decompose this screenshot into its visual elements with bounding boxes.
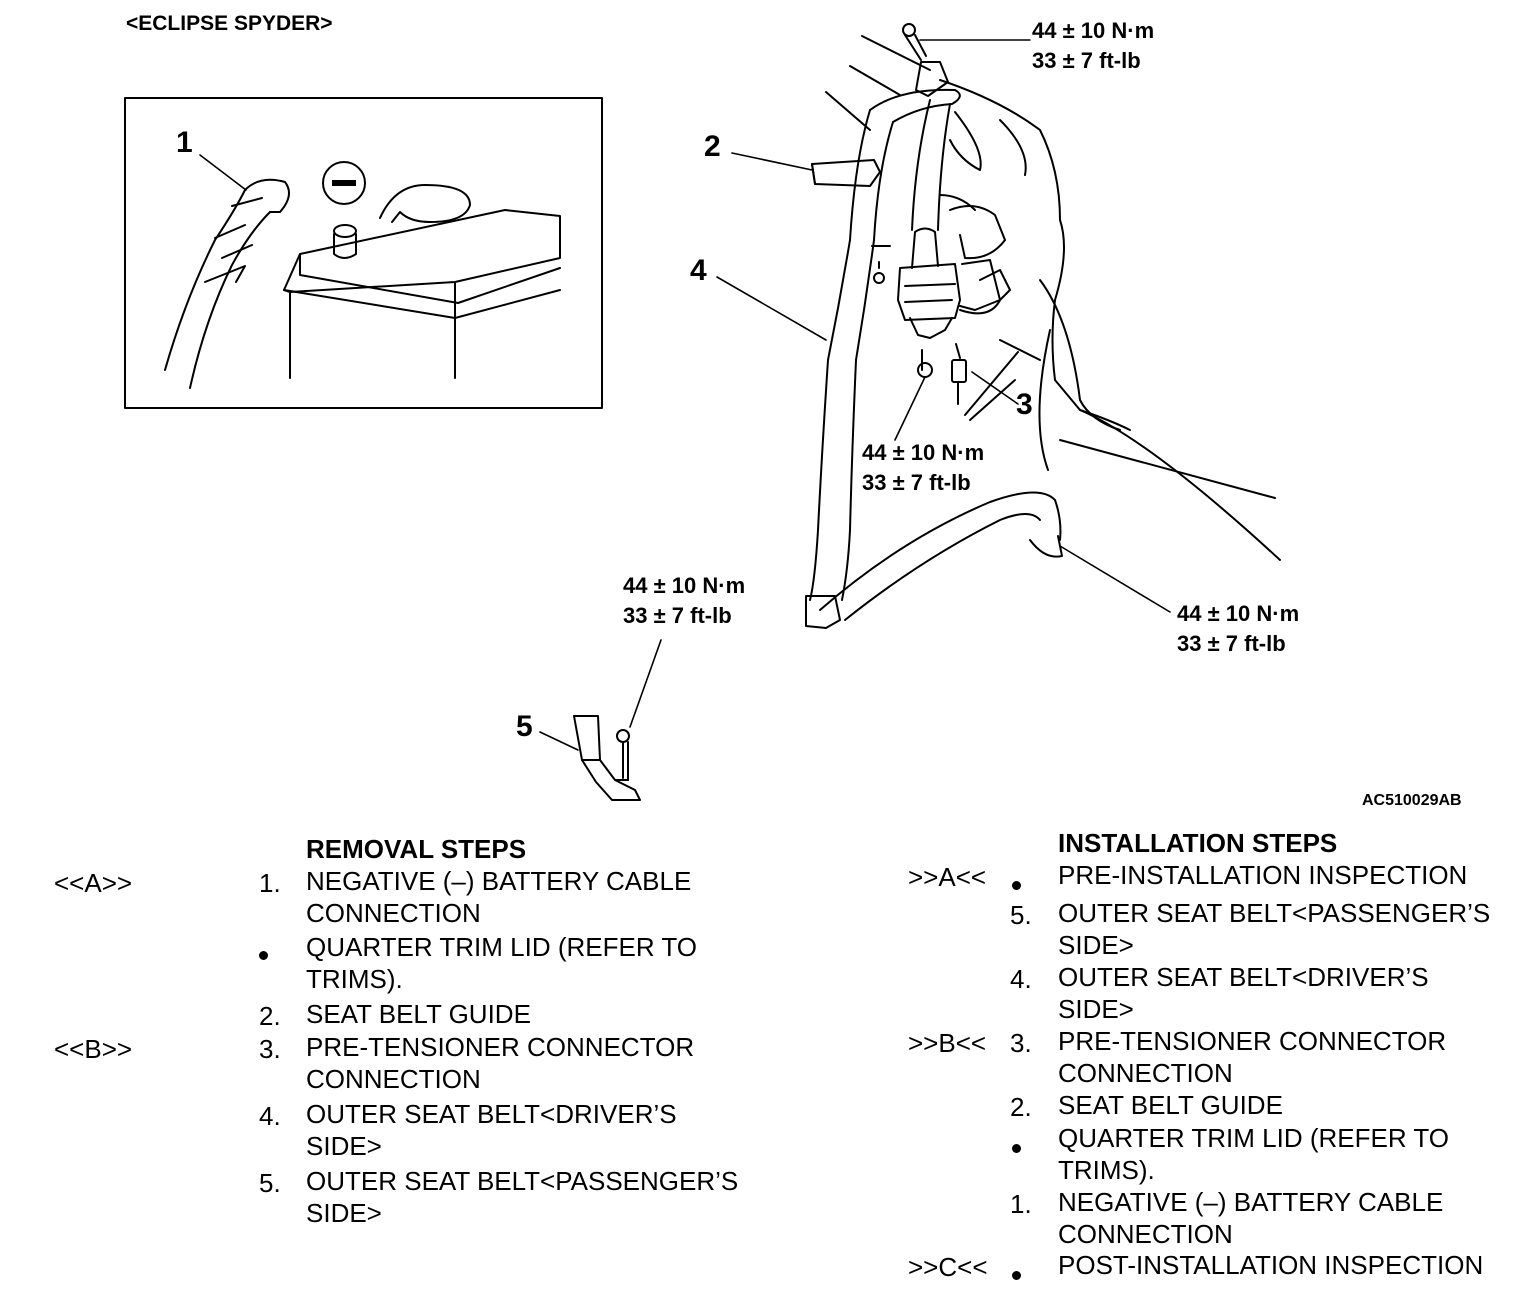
retractor-assembly (871, 194, 1019, 441)
step-number: 1. (259, 868, 281, 898)
buckle-bracket (573, 715, 641, 801)
leader-2 (731, 152, 813, 171)
variant-label: <ECLIPSE SPYDER> (126, 12, 333, 35)
step-number: 4. (259, 1101, 281, 1131)
quarter-panel (939, 79, 1281, 561)
torque-imperial: 33 ± 7 ft-lb (623, 603, 732, 628)
figure-id: AC510029AB (1362, 792, 1462, 809)
step-text: POST-INSTALLATION INSPECTION (1058, 1250, 1484, 1280)
step-number: 3. (1010, 1028, 1032, 1058)
negative-terminal-icon (322, 161, 366, 205)
torque-spec-buckle-bracket: 44 ± 10 N·m 33 ± 7 ft-lb (623, 571, 745, 631)
step-text: SEAT BELT GUIDE (1058, 1090, 1283, 1120)
callout-3: 3 (1016, 388, 1033, 421)
torque-spec-retractor: 44 ± 10 N·m 33 ± 7 ft-lb (862, 438, 984, 498)
torque-imperial: 33 ± 7 ft-lb (862, 470, 971, 495)
removal-heading: REMOVAL STEPS (306, 834, 527, 864)
torque-metric: 44 ± 10 N·m (1177, 601, 1300, 626)
torque-imperial: 33 ± 7 ft-lb (1177, 631, 1286, 656)
torque-spec-upper-anchor: 44 ± 10 N·m 33 ± 7 ft-lb (1032, 16, 1154, 76)
step-number: 2. (259, 1001, 281, 1031)
removal-steps: REMOVAL STEPS <<A>> 1. NEGATIVE (–) BATT… (54, 834, 794, 1234)
bullet-icon (1012, 868, 1021, 899)
bullet-icon (1012, 1258, 1021, 1289)
torque-spec-lower-anchor: 44 ± 10 N·m 33 ± 7 ft-lb (1177, 599, 1299, 659)
torque-imperial: 33 ± 7 ft-lb (1032, 48, 1141, 73)
installation-steps: INSTALLATION STEPS >>A<< PRE-INSTALLATIO… (908, 828, 1528, 1288)
step-number: 2. (1010, 1092, 1032, 1122)
step-number: 4. (1010, 964, 1032, 994)
installation-heading: INSTALLATION STEPS (1058, 828, 1338, 858)
seat-belt-webbing (805, 88, 1171, 629)
step-tag: <<A>> (54, 868, 133, 898)
battery-inset (124, 97, 603, 409)
step-number: 1. (1010, 1189, 1032, 1219)
leader-4 (716, 276, 827, 341)
leader-buckle-bolt (629, 639, 662, 728)
bullet-icon (1012, 1131, 1021, 1162)
step-tag: >>B<< (908, 1028, 987, 1058)
callout-1: 1 (176, 126, 193, 159)
step-number: 5. (1010, 900, 1032, 930)
callout-2: 2 (704, 130, 721, 163)
step-text: PRE-INSTALLATION INSPECTION (1058, 860, 1468, 890)
callout-4: 4 (690, 254, 707, 287)
torque-metric: 44 ± 10 N·m (862, 440, 985, 465)
step-tag: >>A<< (908, 862, 987, 892)
bullet-icon (259, 938, 268, 969)
step-tag: >>C<< (908, 1252, 988, 1282)
step-tag: <<B>> (54, 1034, 133, 1064)
step-number: 3. (259, 1034, 281, 1064)
upper-anchor (825, 23, 1031, 131)
torque-metric: 44 ± 10 N·m (623, 573, 746, 598)
leader-5 (539, 731, 579, 751)
step-number: 5. (259, 1168, 281, 1198)
step-text: SEAT BELT GUIDE (306, 999, 531, 1029)
torque-metric: 44 ± 10 N·m (1032, 18, 1155, 43)
callout-5: 5 (516, 710, 533, 743)
